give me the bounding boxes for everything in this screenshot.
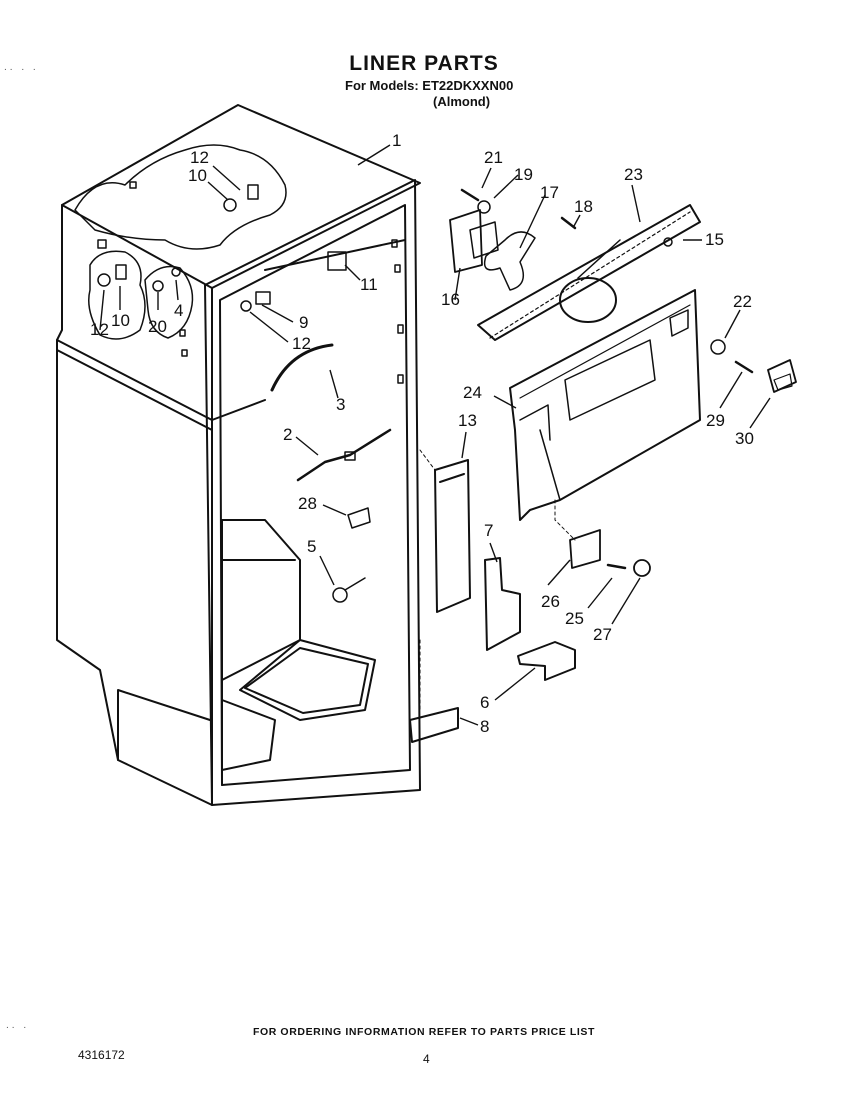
callout-10: 10 [111, 311, 130, 330]
callout-4: 4 [174, 301, 183, 320]
callout-1: 1 [392, 131, 401, 150]
callout-12: 12 [90, 320, 109, 339]
callout-21: 21 [484, 148, 503, 167]
callout-30: 30 [735, 429, 754, 448]
callout-6: 6 [480, 693, 489, 712]
callout-16: 16 [441, 290, 460, 309]
callout-10: 10 [188, 166, 207, 185]
page-number: 4 [423, 1052, 430, 1066]
callout-17: 17 [540, 183, 559, 202]
callout-20: 20 [148, 317, 167, 336]
liner-cabinet [56, 104, 421, 806]
callout-13: 13 [458, 411, 477, 430]
callout-8: 8 [480, 717, 489, 736]
ordering-note: FOR ORDERING INFORMATION REFER TO PARTS … [252, 1026, 596, 1038]
callout-22: 22 [733, 292, 752, 311]
callout-19: 19 [514, 165, 533, 184]
callout-15: 15 [705, 230, 724, 249]
model-info: For Models: ET22DKXXN00 (Almond) [345, 78, 513, 110]
callout-7: 7 [484, 521, 493, 540]
callout-25: 25 [565, 609, 584, 628]
callout-23: 23 [624, 165, 643, 184]
callout-27: 27 [593, 625, 612, 644]
callout-12: 12 [190, 148, 209, 167]
callout-28: 28 [298, 494, 317, 513]
document-number: 4316172 [78, 1048, 125, 1062]
callout-3: 3 [336, 395, 345, 414]
model-number: For Models: ET22DKXXN00 [345, 78, 514, 93]
scan-dots: .. . . [4, 62, 39, 73]
callout-2: 2 [283, 425, 292, 444]
callout-29: 29 [706, 411, 725, 430]
callout-18: 18 [574, 197, 593, 216]
model-color: (Almond) [433, 94, 491, 109]
callout-24: 24 [463, 383, 482, 402]
callout-12: 12 [292, 334, 311, 353]
scan-dots: .. . [6, 1020, 30, 1031]
callout-26: 26 [541, 592, 560, 611]
page-title: LINER PARTS [349, 52, 499, 75]
callout-9: 9 [299, 313, 308, 332]
callout-11: 11 [360, 275, 378, 294]
callout-5: 5 [307, 537, 316, 556]
callout-labels: 1 12 10 12 10 20 4 9 12 11 3 2 28 5 13 7… [90, 131, 754, 736]
